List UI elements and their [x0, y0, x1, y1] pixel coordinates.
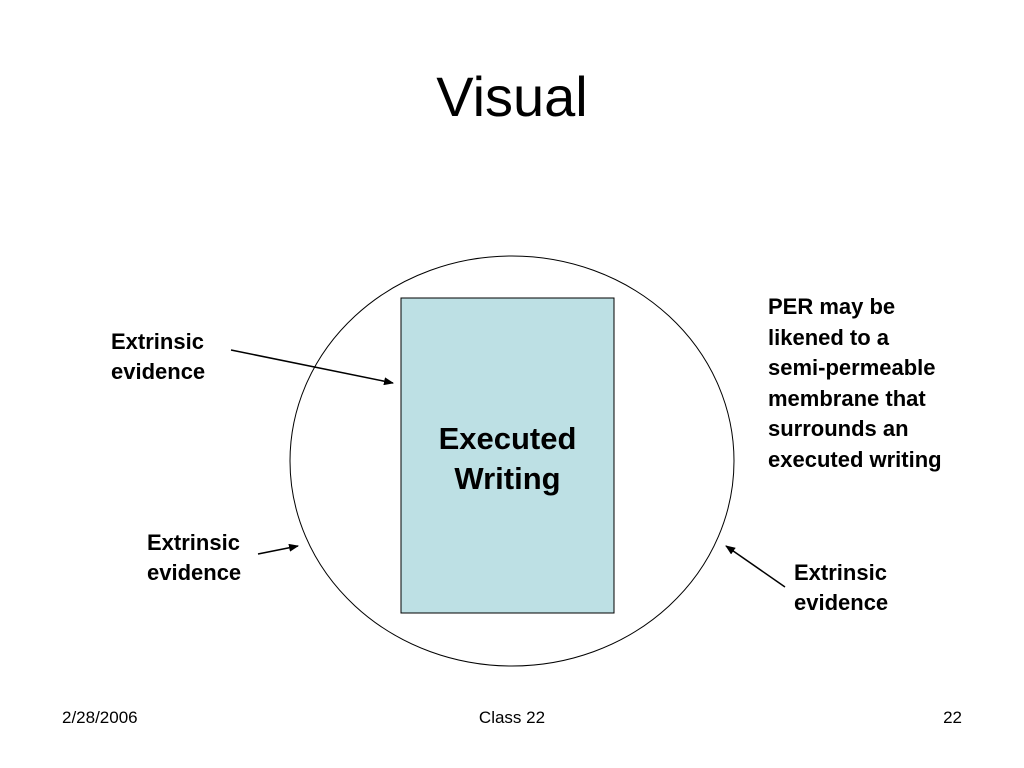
per-membrane-note: PER may be likened to a semi-permeable m…	[768, 292, 1008, 475]
executed-writing-label-line1: Executed	[438, 421, 577, 456]
note-line: surrounds an	[768, 416, 909, 441]
executed-writing-label-line2: Writing	[454, 461, 561, 496]
arrow-left-top	[230, 349, 394, 386]
label-line: Extrinsic	[111, 329, 204, 354]
arrow-right-bottom	[725, 545, 786, 588]
note-line: likened to a	[768, 324, 890, 350]
label-line: evidence	[794, 590, 889, 615]
label-line: Extrinsic	[794, 560, 887, 585]
note-line: membrane that	[768, 385, 926, 411]
label-line: evidence	[147, 560, 242, 585]
label-line: evidence	[111, 359, 206, 384]
extrinsic-evidence-label-right-bottom: Extrinsic evidence	[794, 558, 888, 618]
membrane-circle	[289, 255, 735, 667]
note-line: PER may be	[768, 294, 896, 319]
note-line: executed writing	[768, 446, 942, 472]
footer-date: 2/28/2006	[62, 708, 138, 727]
footer-class: Class 22	[478, 708, 546, 727]
label-line: Extrinsic	[147, 530, 240, 555]
note-line: semi-permeable	[768, 355, 936, 380]
executed-writing-label: Executed Writing	[401, 419, 614, 499]
slide-title: Visual	[436, 65, 588, 128]
footer-page-number: 22	[943, 708, 962, 727]
arrow-left-bottom	[257, 543, 299, 555]
executed-writing-box	[400, 297, 615, 614]
extrinsic-evidence-label-left-top: Extrinsic evidence	[111, 327, 205, 387]
extrinsic-evidence-label-left-bottom: Extrinsic evidence	[147, 528, 241, 588]
